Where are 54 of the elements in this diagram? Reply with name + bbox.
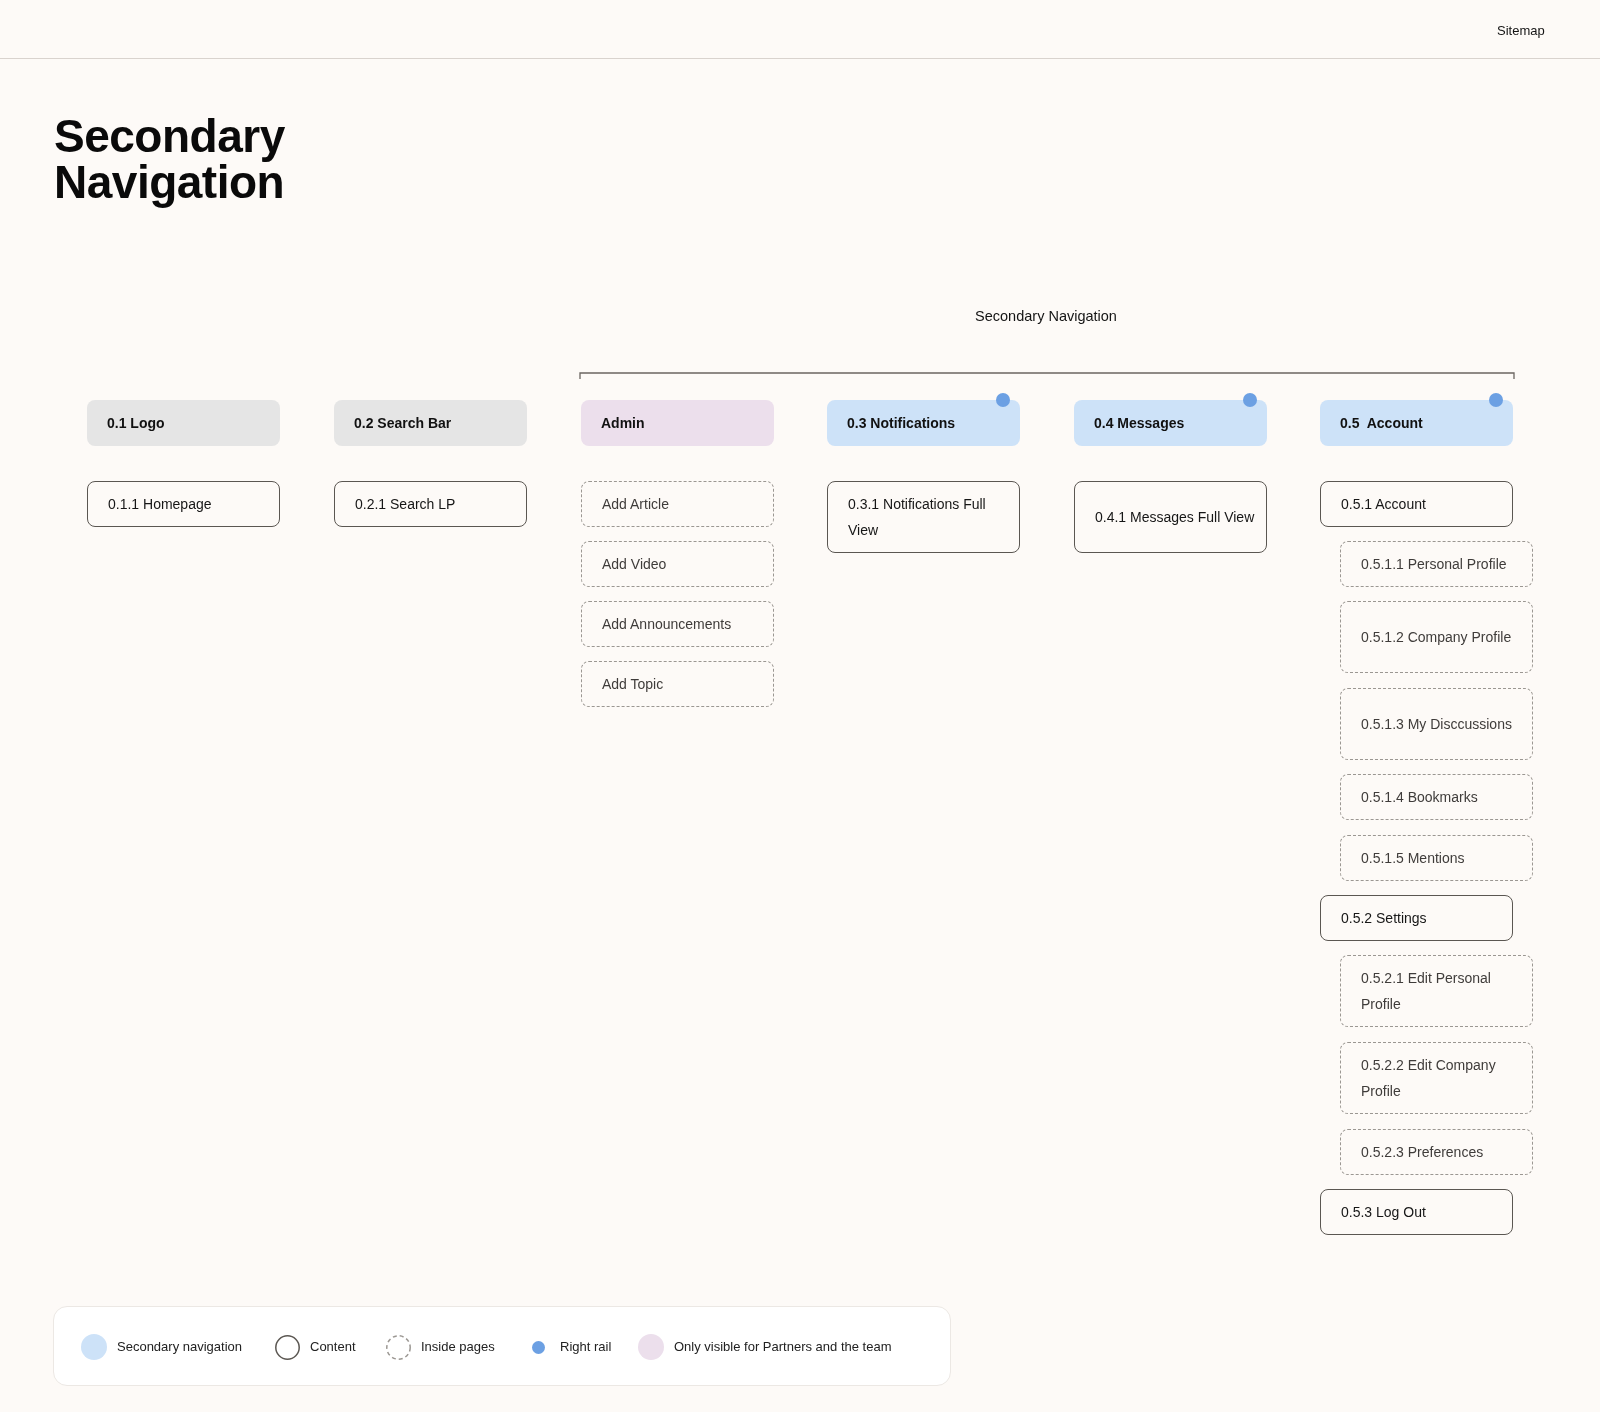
- box-label: 0.4.1 Messages Full View: [1095, 508, 1255, 527]
- nav-link: Sitemap: [1497, 22, 1545, 40]
- box-label: 0.3 Notifications: [847, 414, 956, 433]
- box-label: 0.5.2.2 Edit Company Profile: [1361, 1056, 1497, 1101]
- box-label: 0.5.1.5 Mentions: [1361, 849, 1465, 868]
- box-label: Add Topic: [602, 675, 664, 694]
- inside-page-box: [1340, 1129, 1533, 1175]
- page-box: [1320, 895, 1513, 941]
- inside-page-box: [1340, 541, 1533, 587]
- box-label: 0.5.1.4 Bookmarks: [1361, 788, 1478, 807]
- inside-page-box: [581, 601, 774, 647]
- box-label: 0.5.2.1 Edit Personal Profile: [1361, 969, 1492, 1014]
- legend-label: Only visible for Partners and the team: [674, 1339, 892, 1355]
- inside-page-box: [1340, 955, 1533, 1027]
- box-label: Admin: [601, 414, 645, 433]
- group-box: [87, 400, 280, 446]
- page-box: [334, 481, 527, 527]
- box-label: 0.5.2.3 Preferences: [1361, 1143, 1484, 1162]
- page-box: [1320, 1189, 1513, 1235]
- box-label: 0.5.1.2 Company Profile: [1361, 628, 1512, 647]
- page-box: [87, 481, 280, 527]
- page-box: [827, 481, 1020, 553]
- inside-page-box: [1340, 601, 1533, 673]
- box-label: Add Article: [602, 495, 669, 514]
- inside-page-box: [581, 541, 774, 587]
- page-box: [1320, 481, 1513, 527]
- box-label: Add Announcements: [602, 615, 732, 634]
- box-label: 0.5.1.3 My Disccussions: [1361, 715, 1512, 734]
- inside-page-box: [1340, 1042, 1533, 1114]
- inside-page-box: [1340, 835, 1533, 881]
- box-label: 0.5 Account: [1340, 414, 1423, 433]
- inside-page-box: [1340, 774, 1533, 820]
- inside-page-box: [581, 661, 774, 707]
- inside-page-box: [581, 481, 774, 527]
- legend-label: Content: [310, 1339, 356, 1355]
- group-box: [334, 400, 527, 446]
- box-label: 0.2 Search Bar: [354, 414, 452, 433]
- box-label: 0.1 Logo: [107, 414, 165, 433]
- legend-label: Secondary navigation: [117, 1339, 243, 1355]
- box-label: Add Video: [602, 555, 667, 574]
- inside-page-box: [1340, 688, 1533, 760]
- box-label: 0.4 Messages: [1094, 414, 1185, 433]
- box-label: 0.3.1 Notifications Full View: [848, 495, 987, 540]
- box-label: 0.5.3 Log Out: [1341, 1203, 1426, 1222]
- legend-label: Right rail: [560, 1339, 612, 1355]
- section-heading: Secondary Navigation: [975, 307, 1117, 325]
- box-label: 0.5.1.1 Personal Profile: [1361, 555, 1507, 574]
- box-label: 0.2.1 Search LP: [355, 495, 456, 514]
- page-box: [1074, 481, 1267, 553]
- box-label: 0.1.1 Homepage: [108, 495, 212, 514]
- legend-label: Inside pages: [421, 1339, 495, 1355]
- box-label: 0.5.2 Settings: [1341, 909, 1427, 928]
- restricted-nav-box: [581, 400, 774, 446]
- box-label: 0.5.1 Account: [1341, 495, 1426, 514]
